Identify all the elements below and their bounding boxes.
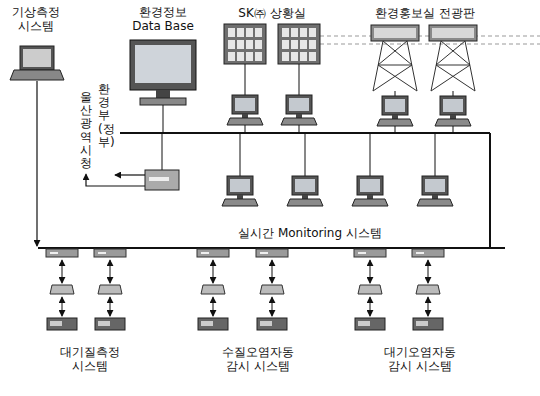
bus-link — [489, 133, 491, 248]
db-base — [140, 98, 186, 105]
system-caption: 수질오염자동 감시 시스템 — [214, 344, 302, 375]
caption-text: SK㈜ 상황실 — [238, 6, 305, 20]
modem-icon — [201, 285, 225, 294]
computer-icon — [377, 96, 413, 126]
link-line — [299, 64, 300, 95]
caption-text: 수질오염자동 감시 시스템 — [216, 345, 300, 374]
analyzer-icon — [198, 318, 228, 330]
caption-text: 울산광역시청 — [80, 91, 92, 170]
modem-icon — [416, 285, 440, 294]
analyzer-icon — [257, 318, 287, 330]
double-arrow — [213, 260, 214, 283]
computer-icon — [352, 176, 388, 206]
link-line — [163, 105, 164, 133]
modem-icon — [50, 285, 74, 294]
computer-icon — [281, 95, 317, 125]
hub-icon — [46, 249, 78, 257]
link-line — [435, 133, 436, 176]
db-monitor — [130, 40, 196, 90]
computer-icon — [227, 95, 263, 125]
double-arrow — [370, 297, 371, 316]
caption-text: 실시간 Monitoring 시스템 — [236, 226, 384, 240]
computer-icon — [287, 176, 323, 206]
link-line — [370, 133, 371, 176]
caption-text: 환경정보 Data Base — [127, 5, 199, 34]
computer-icon — [417, 176, 453, 206]
double-arrow — [62, 297, 63, 316]
system-caption: 기상측정 시스템 — [5, 4, 67, 35]
modem-body — [145, 170, 179, 190]
link-line — [453, 126, 454, 133]
double-arrow — [272, 297, 273, 316]
vertical-caption: 환경부(정부) — [96, 82, 112, 150]
double-arrow — [110, 260, 111, 283]
system-caption: SK㈜ 상황실 — [236, 5, 307, 21]
network-group: 실시간 Monitoring 시스템 — [145, 166, 475, 243]
billboard-tower — [371, 25, 419, 91]
analyzer-icon — [413, 318, 443, 330]
display-panel — [224, 24, 266, 64]
link-line — [395, 126, 396, 133]
caption-text: 대기오염자동 감시 시스템 — [378, 345, 462, 374]
system-caption: 대기오염자동 감시 시스템 — [376, 344, 464, 375]
double-arrow — [110, 297, 111, 316]
caption-text: 환경부(정부) — [98, 83, 110, 149]
analyzer-icon — [355, 318, 385, 330]
laptop-screen-frame — [20, 46, 54, 70]
double-arrow — [428, 260, 429, 283]
hub-icon — [354, 249, 386, 257]
computer-icon — [222, 176, 258, 206]
display-panel — [278, 24, 320, 64]
system-caption: 환경홍보실 전광판 — [373, 5, 477, 21]
modem-icon — [260, 285, 284, 294]
db-stand — [156, 90, 170, 98]
link-line — [395, 91, 396, 96]
dashed-link — [320, 44, 540, 45]
double-arrow — [62, 260, 63, 283]
link-line — [453, 91, 454, 96]
hub-icon — [412, 249, 444, 257]
double-arrow — [428, 297, 429, 316]
link-line — [305, 133, 306, 176]
double-arrow — [370, 260, 371, 283]
hub-icon — [197, 249, 229, 257]
db-screen — [135, 45, 191, 83]
vertical-caption: 울산광역시청 — [78, 90, 94, 171]
system-caption: 대기질측정 시스템 — [53, 344, 127, 375]
arrow-connector — [115, 174, 145, 175]
hub-icon — [94, 249, 126, 257]
modem-icon — [358, 285, 382, 294]
laptop-base — [10, 70, 64, 80]
billboard-tower — [429, 25, 477, 91]
caption-text: 기상측정 시스템 — [7, 5, 65, 34]
link-line — [245, 125, 246, 133]
double-arrow — [272, 260, 273, 283]
arrow-connector — [86, 174, 145, 186]
analyzer-icon — [47, 318, 77, 330]
system-caption: 환경정보 Data Base — [125, 4, 201, 35]
computer-icon — [435, 96, 471, 126]
data-arrow — [36, 81, 37, 246]
laptop-screen — [23, 49, 51, 67]
link-line — [299, 125, 300, 133]
caption-text: 대기질측정 시스템 — [55, 345, 125, 374]
caption-text: 환경홍보실 전광판 — [375, 6, 475, 20]
link-line — [162, 133, 163, 170]
link-line — [245, 64, 246, 95]
link-line — [240, 133, 241, 176]
modem-icon — [98, 285, 122, 294]
hub-icon — [256, 249, 288, 257]
analyzer-icon — [95, 318, 125, 330]
modem-light — [149, 177, 169, 181]
double-arrow — [213, 297, 214, 316]
